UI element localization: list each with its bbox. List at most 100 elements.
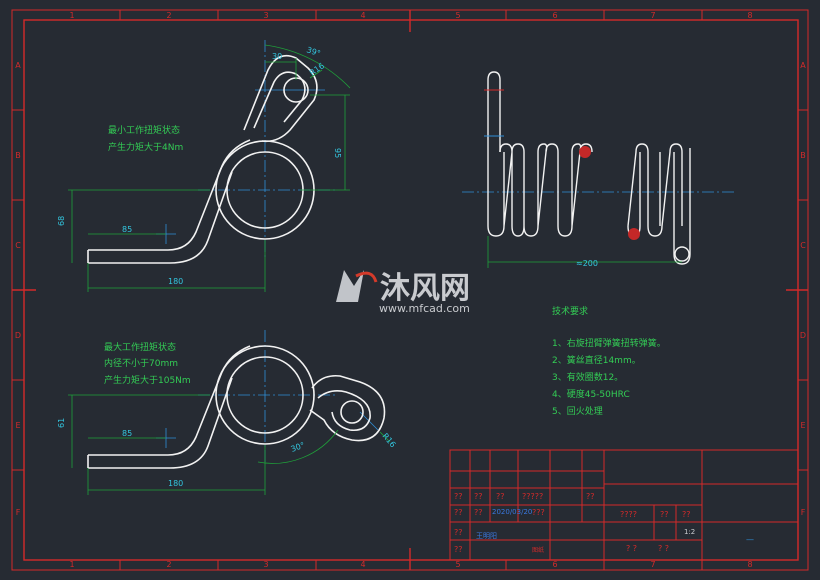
dim-label: R16 <box>308 61 326 77</box>
tech-req-title: 技术要求 <box>552 305 588 317</box>
dim-label: 180 <box>168 479 183 488</box>
col-label-top: 3 <box>263 11 268 20</box>
tech-req-item: 4、硬度45-50HRC <box>552 388 630 400</box>
tech-req-item: 1、右旋扭臂弹簧扭转弹簧。 <box>552 337 666 349</box>
title-block-cell: ?? <box>682 510 691 519</box>
col-label-bottom: 6 <box>552 560 557 569</box>
title-block-cell: ? ? <box>626 544 637 553</box>
col-label-top: 7 <box>650 11 655 20</box>
tech-req-item: 2、簧丝直径14mm。 <box>552 354 641 366</box>
title-block-cell: ???? <box>620 510 637 519</box>
dim-label: 61 <box>57 418 66 428</box>
title-block-cell: ?? <box>454 528 463 537</box>
title-block-cell: ?? <box>454 508 463 517</box>
title-block-cell: ?? <box>586 492 595 501</box>
title-block-dash: — <box>746 535 754 544</box>
col-label-top: 6 <box>552 11 557 20</box>
side-coil-left-group <box>487 143 593 237</box>
row-label-right: D <box>800 331 806 340</box>
frame-zone-labels: 1 2 3 4 5 6 7 8 1 2 3 4 5 6 7 8 A B C D … <box>15 11 806 569</box>
col-label-top: 5 <box>455 11 460 20</box>
title-block-cell: ?? <box>454 492 463 501</box>
row-label-right: B <box>800 151 806 160</box>
col-label-top: 2 <box>166 11 171 20</box>
row-label-left: A <box>15 61 21 70</box>
col-label-bottom: 7 <box>650 560 655 569</box>
col-label-top: 4 <box>360 11 365 20</box>
date-cell: 图纸 <box>532 546 544 554</box>
title-block-cell: ?? <box>474 492 483 501</box>
col-label-top: 1 <box>69 11 74 20</box>
dim-label: 68 <box>57 216 66 226</box>
note-line: 产生力矩大于105Nm <box>104 374 191 386</box>
drawing-frame <box>11 9 809 571</box>
note-line: 最大工作扭矩状态 <box>104 341 176 353</box>
row-label-right: A <box>800 61 806 70</box>
bottom-spring-outline <box>87 345 386 469</box>
col-label-bottom: 8 <box>747 560 752 569</box>
col-label-bottom: 4 <box>360 560 365 569</box>
top-hook-arm <box>243 54 318 143</box>
row-label-right: C <box>800 241 806 250</box>
bottom-hook-arm <box>309 374 386 442</box>
col-label-bottom: 5 <box>455 560 460 569</box>
scale-cell: 1:2 <box>684 528 695 536</box>
side-top-leg <box>487 71 501 152</box>
tech-req-item: 3、有效圈数12。 <box>552 371 623 383</box>
watermark-brand: 沐风网 <box>380 271 470 306</box>
bottom-leg <box>87 345 251 469</box>
title-block-cell: ?? <box>474 508 483 517</box>
technical-requirements: 技术要求 1、右旋扭臂弹簧扭转弹簧。 2、簧丝直径14mm。 3、有效圈数12。… <box>552 305 666 417</box>
note-line: 内径不小于70mm <box>104 357 178 369</box>
dim-label: 30 <box>272 52 282 61</box>
title-block-cell: ? ? <box>658 544 669 553</box>
dim-label: 95 <box>333 148 342 158</box>
side-coils <box>484 71 691 265</box>
dim-label: 85 <box>122 225 132 234</box>
title-block-cell: ????? <box>522 492 543 501</box>
title-block-cell: ?? <box>454 545 463 554</box>
note-line: 最小工作扭矩状态 <box>108 124 180 136</box>
dim-label: 85 <box>122 429 132 438</box>
bottom-spring-view: 61 85 180 30° R16 最大工作扭矩状态 内径不小于70mm 产生力… <box>57 330 397 495</box>
bottom-coil-outer <box>215 345 315 445</box>
watermark-url: www.mfcad.com <box>379 302 470 315</box>
side-coil-right-group <box>627 143 691 265</box>
row-label-right: F <box>801 508 806 517</box>
side-end-circle <box>674 246 690 262</box>
col-label-bottom: 2 <box>166 560 171 569</box>
dim-angle-label: 30° <box>290 441 306 454</box>
col-label-bottom: 1 <box>69 560 74 569</box>
dim-label: R16 <box>380 432 397 450</box>
title-block-cell: ??? <box>532 508 545 517</box>
side-spring-view: ≈200 <box>462 71 736 268</box>
top-note: 最小工作扭矩状态 产生力矩大于4Nm <box>108 124 183 153</box>
tech-req-item: 5、回火处理 <box>552 405 603 417</box>
top-leg <box>87 139 251 264</box>
name-cell: 王明阳 <box>476 531 497 540</box>
title-block: ?? ?? ?? ????? ?? ?? ?? ??? ?? ?? ???? ?… <box>449 449 799 561</box>
title-block-cell: ?? <box>660 510 669 519</box>
bottom-hook-eye <box>340 400 364 424</box>
bottom-dimensions <box>68 394 391 495</box>
designer-date: 2020/03/20 <box>492 508 532 516</box>
row-label-left: D <box>15 331 21 340</box>
row-label-left: F <box>16 508 21 517</box>
watermark-logo-icon <box>336 270 364 302</box>
side-dimension <box>487 236 682 268</box>
dim-label: ≈200 <box>576 259 598 268</box>
row-label-right: E <box>800 421 805 430</box>
side-hatch-marks <box>579 146 640 240</box>
dim-label: 180 <box>168 277 183 286</box>
row-label-left: E <box>15 421 20 430</box>
row-label-left: B <box>15 151 21 160</box>
dim-angle-label: 39° <box>305 45 321 58</box>
col-label-top: 8 <box>747 11 752 20</box>
row-label-left: C <box>15 241 21 250</box>
top-spring-view: 39° 30 R16 95 68 85 180 最小工作扭矩状态 产生力矩大于4… <box>57 40 351 292</box>
top-dimensions <box>68 44 351 292</box>
col-label-bottom: 3 <box>263 560 268 569</box>
title-block-cell: ?? <box>496 492 505 501</box>
bottom-note: 最大工作扭矩状态 内径不小于70mm 产生力矩大于105Nm <box>104 341 191 386</box>
